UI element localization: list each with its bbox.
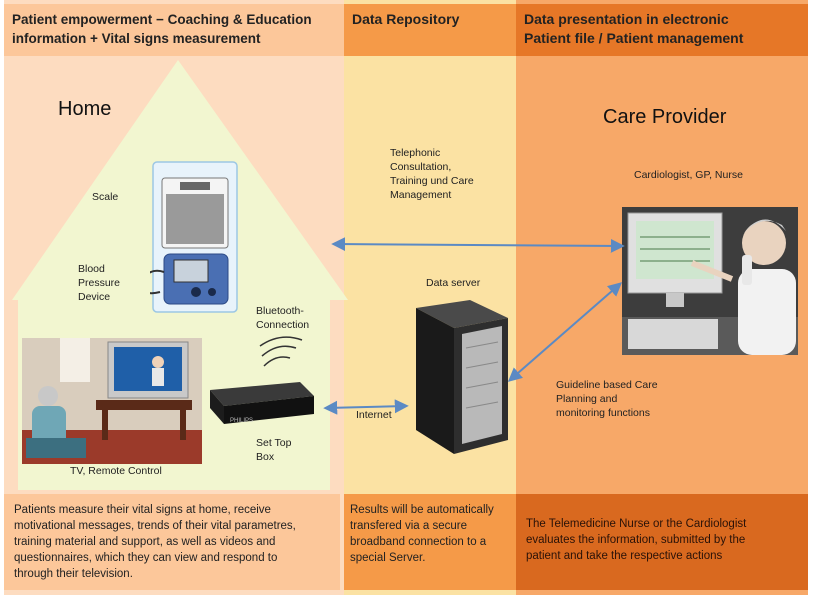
server-to-provider-arrow [507, 282, 623, 382]
bluetooth-label-line-1: Bluetooth- [256, 305, 304, 317]
care-provider-title: Care Provider [603, 106, 727, 128]
telephonic-line-4: Management [390, 189, 452, 201]
tv-scene-photo [22, 338, 202, 464]
footer-left-line-1: Patients measure their vital signs at ho… [14, 504, 271, 516]
footer-right-line-1: The Telemedicine Nurse or the Cardiologi… [526, 518, 747, 530]
header-middle-text: Data Repository [352, 11, 460, 27]
bp-device-label: Blood Pressure Device [78, 262, 120, 304]
telephonic-arrow [331, 237, 625, 253]
telephonic-line-3: Training und Care [390, 175, 474, 187]
care-provider-photo [622, 207, 798, 355]
telephonic-line-2: Consultation, [390, 161, 452, 173]
settop-label-line-2: Box [256, 451, 275, 463]
wireless-signal-icon [259, 336, 303, 367]
telephonic-line-1: Telephonic [390, 147, 441, 159]
guideline-line-2: Planning and [556, 393, 618, 405]
scale-and-bp-device-illustration [150, 161, 238, 313]
footer-left-line-5: through their television. [14, 568, 133, 580]
header-right-line-2: Patient file / Patient management [524, 30, 744, 46]
set-top-box-label: Set Top Box [256, 436, 291, 464]
bp-label-line-3: Device [78, 291, 111, 303]
guideline-line-3: monitoring functions [556, 407, 650, 419]
bp-label-line-1: Blood [78, 263, 105, 275]
footer-mid-line-3: broadband connection to a [350, 536, 487, 548]
header-right-line-1: Data presentation in electronic [524, 11, 729, 27]
footer-left-line-3: training material and support, as well a… [14, 536, 276, 548]
guideline-line-1: Guideline based Care [556, 379, 658, 391]
internet-arrow [323, 399, 409, 415]
footer-left-line-2: motivational messages, trends of their v… [14, 520, 296, 532]
footer-mid-line-1: Results will be automatically [350, 504, 494, 516]
header-left-line-2: information + Vital signs measurement [12, 31, 261, 46]
footer-left-line-4: questionnaires, which they can view and … [14, 552, 278, 564]
footer-patient-description: Patients measure their vital signs at ho… [4, 494, 340, 590]
bluetooth-label: Bluetooth- Connection [256, 304, 309, 332]
header-data-presentation: Data presentation in electronic Patient … [516, 4, 808, 56]
telephonic-consultation-label: Telephonic Consultation, Training und Ca… [390, 146, 474, 202]
data-server-label: Data server [426, 277, 481, 289]
footer-care-description: The Telemedicine Nurse or the Cardiologi… [516, 494, 808, 590]
set-top-box-brand: PHILIPS [230, 418, 253, 424]
footer-mid-line-2: transfered via a secure [350, 520, 467, 532]
footer-right-line-3: patient and take the respective actions [526, 550, 723, 562]
tv-remote-label: TV, Remote Control [70, 465, 162, 477]
settop-label-line-1: Set Top [256, 437, 292, 449]
data-server-illustration [416, 300, 508, 454]
care-roles-label: Cardiologist, GP, Nurse [634, 169, 743, 181]
header-data-repository: Data Repository [344, 4, 516, 56]
home-title: Home [58, 98, 112, 120]
footer-right-line-2: evaluates the information, submitted by … [526, 534, 746, 546]
footer-mid-line-4: special Server. [350, 552, 426, 564]
set-top-box-illustration: PHILIPS [210, 382, 314, 424]
bp-label-line-2: Pressure [78, 277, 121, 289]
scale-label: Scale [92, 191, 119, 203]
footer-repository-description: Results will be automatically transfered… [344, 494, 516, 590]
header-patient-empowerment: Patient empowerment − Coaching & Educati… [4, 4, 344, 56]
guideline-label: Guideline based Care Planning and monito… [556, 378, 658, 420]
bluetooth-label-line-2: Connection [256, 319, 310, 331]
header-left-line-1: Patient empowerment − Coaching & Educati… [12, 12, 312, 27]
tv-scene-illustration [22, 338, 202, 464]
